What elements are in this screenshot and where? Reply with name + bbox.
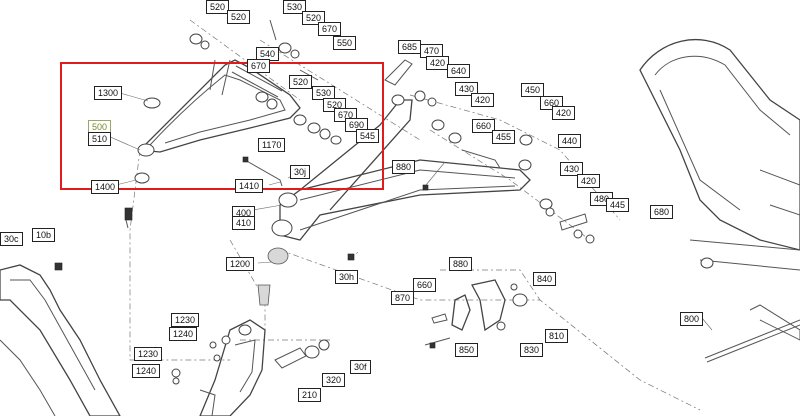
callout-label: 880 [392, 160, 416, 174]
callout-label: 530 [283, 0, 307, 14]
callout-label: 30f [350, 360, 371, 374]
callout-label: 660 [413, 278, 437, 292]
callout-label: 420 [577, 174, 601, 188]
callout-label: 1400 [91, 180, 120, 194]
callout-label: 210 [298, 388, 322, 402]
callout-label: 810 [545, 329, 569, 343]
callout-label: 520 [289, 75, 313, 89]
callout-label: 545 [356, 129, 380, 143]
bottom-bracket [424, 279, 528, 349]
callout-label: 1230 [171, 313, 200, 327]
callout-label: 10b [32, 228, 56, 242]
callout-label: 430 [455, 82, 479, 96]
callout-label: 1240 [169, 327, 198, 341]
callout-label: 670 [318, 22, 342, 36]
callout-label: 1240 [132, 364, 161, 378]
callout-label: 320 [322, 373, 346, 387]
callout-label: 450 [521, 83, 545, 97]
callout-label: 520 [302, 11, 326, 25]
callout-label: 830 [520, 343, 544, 357]
right-hardware-cluster [384, 59, 595, 244]
callout-label: 30c [0, 232, 23, 246]
callout-label: 445 [606, 198, 630, 212]
trailing-arm [124, 99, 531, 306]
callout-label: 870 [391, 291, 415, 305]
upper-a-arm [134, 59, 301, 184]
callout-label: 550 [333, 36, 357, 50]
callout-label: 1230 [134, 347, 163, 361]
highlight-box [60, 62, 384, 190]
callout-label: 1170 [258, 138, 286, 152]
frame-right [639, 38, 800, 363]
callout-label: 640 [447, 64, 471, 78]
callout-label: 530 [312, 86, 336, 100]
callout-label: 660 [472, 119, 496, 133]
callout-label: 685 [398, 40, 422, 54]
callout-label: 410 [232, 216, 256, 230]
callout-label: 520 [206, 0, 230, 14]
callout-label: 1410 [235, 179, 264, 193]
callout-label: 420 [552, 106, 576, 120]
callout-label: 430 [560, 162, 584, 176]
callout-label: 840 [533, 272, 557, 286]
frame-left [0, 262, 121, 416]
callout-label: 850 [455, 343, 479, 357]
callout-label: 420 [471, 93, 495, 107]
callout-label: 670 [247, 59, 271, 73]
callout-label: 420 [426, 56, 450, 70]
callout-label: 1200 [226, 257, 255, 271]
callout-label: 455 [492, 130, 516, 144]
callout-label: 30h [335, 270, 359, 284]
callout-label: 520 [227, 10, 251, 24]
callout-label: 680 [650, 205, 674, 219]
callout-label: 30j [290, 165, 311, 179]
callout-label: 880 [449, 257, 473, 271]
callout-label: 1300 [94, 86, 123, 100]
callout-label: 510 [88, 132, 112, 146]
spindle [171, 319, 330, 416]
callout-label: 800 [680, 312, 704, 326]
callout-label: 440 [558, 134, 582, 148]
